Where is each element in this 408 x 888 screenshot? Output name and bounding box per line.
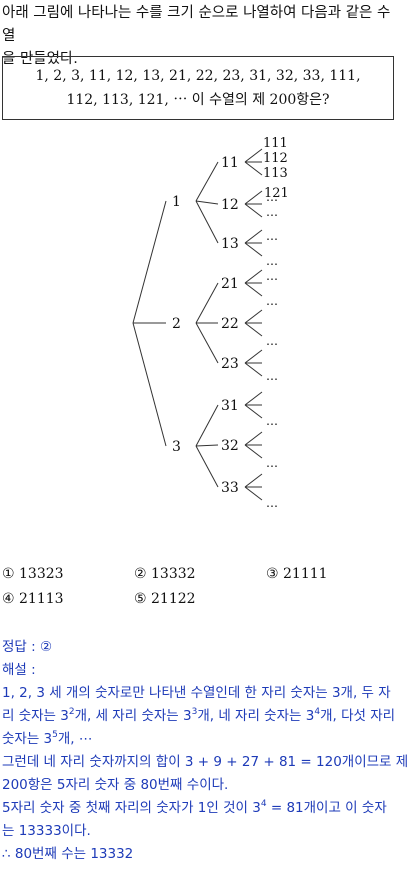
tree-node-11: 11 xyxy=(221,155,239,171)
answer-label: 정답 : ② xyxy=(2,639,53,655)
tree-ellipsis: ⋯ xyxy=(266,372,278,386)
problem-line-2: 을 만들었다. xyxy=(2,51,78,67)
tree-node-1: 1 xyxy=(172,194,181,210)
tree-ellipsis: ⋯ xyxy=(266,232,278,246)
tree-ellipsis: ⋯ xyxy=(266,417,278,431)
tree-node-33: 33 xyxy=(221,480,239,496)
tree-node-113: 113 xyxy=(263,166,288,181)
tree-node-3: 3 xyxy=(172,439,181,455)
tree-node-2: 2 xyxy=(172,316,181,332)
explanation-line-8: ∴ 80번째 수는 13332 xyxy=(2,846,134,862)
tree-node-112: 112 xyxy=(263,151,288,166)
explanation-line-1: 1, 2, 3 세 개의 숫자로만 나타낸 수열인데 한 자리 숫자는 3개, … xyxy=(2,685,391,701)
explanation-line-7: 는 13333이다. xyxy=(2,823,91,839)
tree-ellipsis: ⋯ xyxy=(266,297,278,311)
tree-diagram: 123111213212223313233111112113121⋯⋯⋯⋯⋯⋯⋯… xyxy=(132,136,289,513)
choice-4[interactable]: ④ 21113 xyxy=(2,591,64,607)
explanation-line-4: 그런데 네 자리 숫자까지의 합이 3 + 9 + 27 + 81 = 120개… xyxy=(2,754,408,770)
tree-node-111: 111 xyxy=(263,136,288,151)
tree-ellipsis: ⋯ xyxy=(266,499,278,513)
choice-5[interactable]: ⑤ 21122 xyxy=(134,591,196,607)
sequence-line-2: 112, 113, 121, ⋯ 이 수열의 제 200항은? xyxy=(66,92,330,108)
explanation-line-3: 숫자는 35개, ⋯ xyxy=(2,730,93,748)
choice-1[interactable]: ① 13323 xyxy=(2,566,64,582)
explanation-label: 해설 : xyxy=(2,662,36,678)
tree-ellipsis: ⋯ xyxy=(266,337,278,351)
problem-statement: 아래 그림에 나타나는 수를 크기 순으로 나열하여 다음과 같은 수열 을 만… xyxy=(2,2,398,71)
tree-ellipsis: ⋯ xyxy=(266,257,278,271)
choice-2[interactable]: ② 13332 xyxy=(134,566,196,582)
explanation-line-6: 5자리 숫자 중 첫째 자리의 숫자가 1인 것이 34 = 81개이고 이 숫… xyxy=(2,799,387,817)
tree-node-23: 23 xyxy=(221,356,239,372)
explanation-line-2: 리 숫자는 32개, 세 자리 숫자는 33개, 네 자리 숫자는 34개, 다… xyxy=(2,707,396,725)
choice-3[interactable]: ③ 21111 xyxy=(266,566,328,582)
tree-ellipsis: ⋯ xyxy=(266,459,278,473)
tree-ellipsis: ⋯ xyxy=(266,193,278,207)
tree-ellipsis: ⋯ xyxy=(266,272,278,286)
explanation-line-5: 200항은 5자리 숫자 중 80번째 수이다. xyxy=(2,777,229,793)
sequence-line-1: 1, 2, 3, 11, 12, 13, 21, 22, 23, 31, 32,… xyxy=(35,68,361,84)
tree-node-13: 13 xyxy=(221,236,239,252)
tree-node-21: 21 xyxy=(221,276,239,292)
tree-node-32: 32 xyxy=(221,438,239,454)
problem-line-1: 아래 그림에 나타나는 수를 크기 순으로 나열하여 다음과 같은 수열 xyxy=(2,5,391,44)
tree-ellipsis: ⋯ xyxy=(266,208,278,222)
tree-node-12: 12 xyxy=(221,197,239,213)
tree-node-121: 121 xyxy=(264,186,289,201)
tree-node-22: 22 xyxy=(221,316,239,332)
sequence-box: 1, 2, 3, 11, 12, 13, 21, 22, 23, 31, 32,… xyxy=(2,56,394,120)
tree-node-31: 31 xyxy=(221,398,239,414)
answer-section: 정답 : ② 해설 : 1, 2, 3 세 개의 숫자로만 나타낸 수열인데 한… xyxy=(2,636,408,866)
